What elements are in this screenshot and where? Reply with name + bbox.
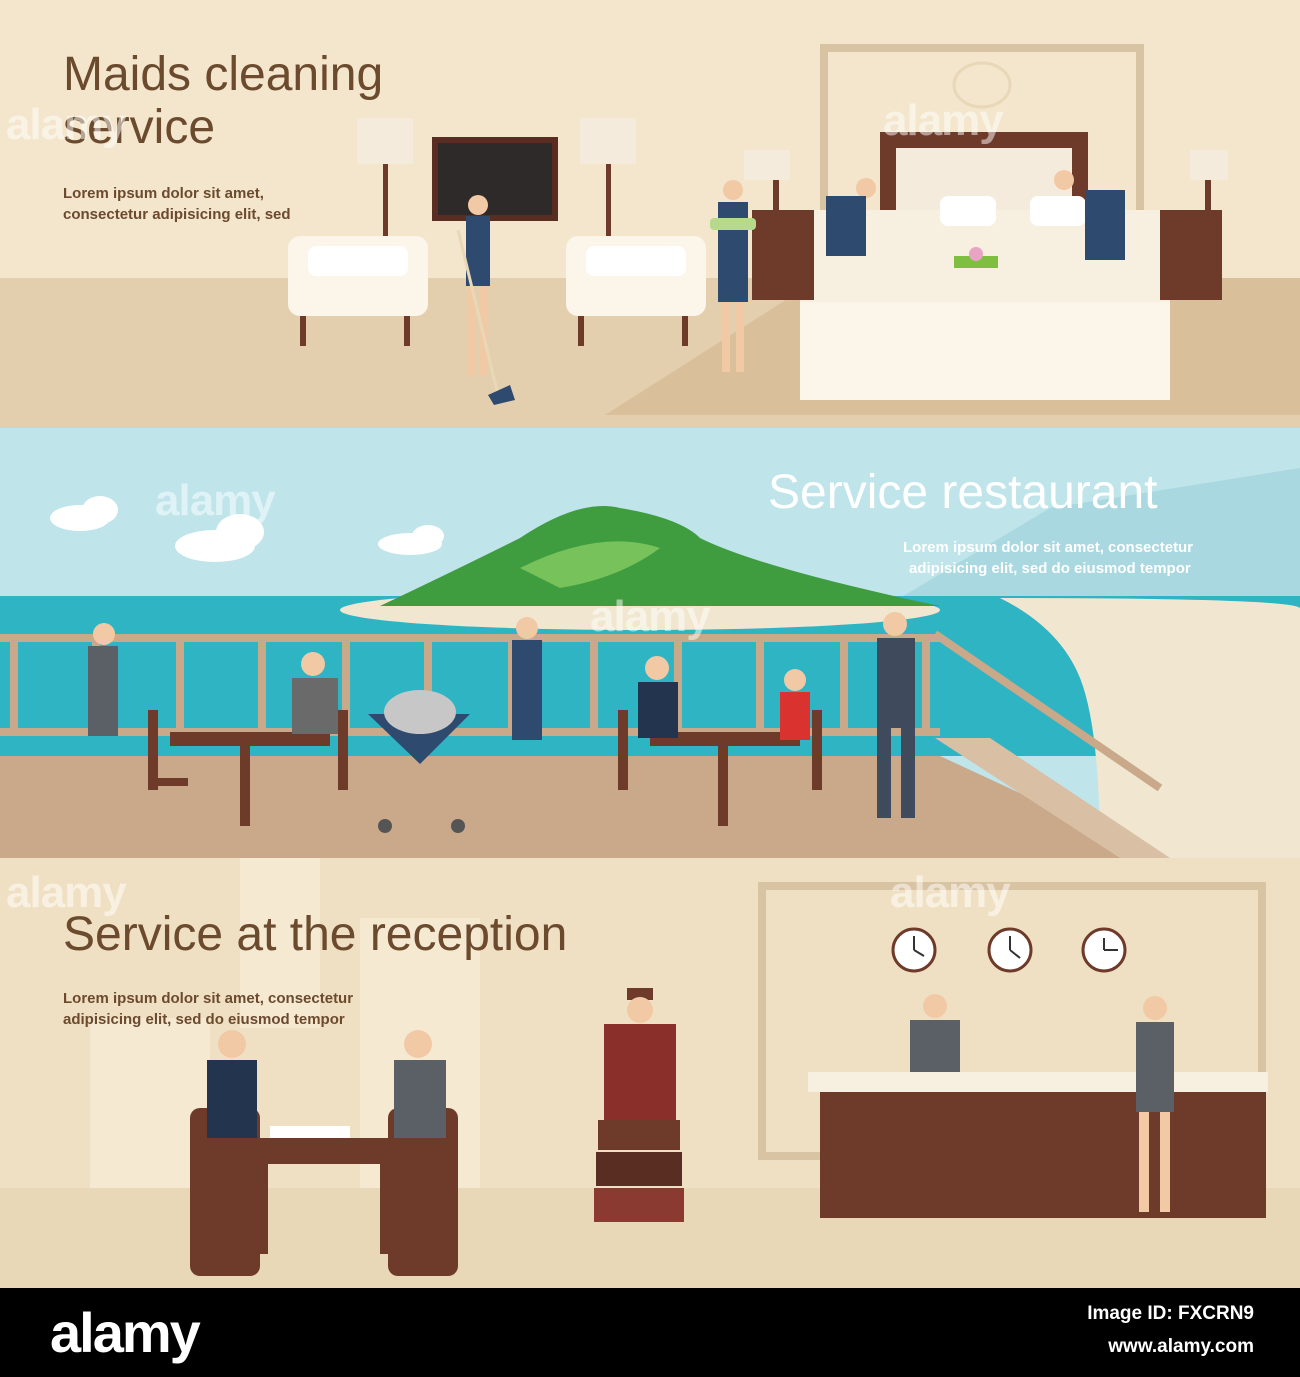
watermark: alamy bbox=[6, 868, 127, 917]
restaurant-banner: Service restaurant Lorem ipsum dolor sit… bbox=[0, 428, 1300, 858]
panel-title: Service restaurant bbox=[768, 466, 1158, 519]
restaurant-illustration bbox=[0, 468, 1300, 858]
panel-title-line1: Maids cleaning bbox=[63, 48, 384, 101]
panel-desc-line1: Lorem ipsum dolor sit amet, consectetur bbox=[63, 990, 354, 1007]
panel-desc-line1: Lorem ipsum dolor sit amet, consectetur bbox=[903, 539, 1194, 556]
stock-url: www.alamy.com bbox=[1108, 1336, 1254, 1357]
watermark: alamy bbox=[883, 96, 1004, 145]
stock-logo: alamy bbox=[50, 1301, 201, 1364]
watermark: alamy bbox=[890, 868, 1011, 917]
reception-banner: Service at the reception Lorem ipsum dol… bbox=[0, 858, 1300, 1288]
watermark: alamy bbox=[6, 100, 127, 149]
stock-footer bbox=[0, 1288, 1300, 1377]
reception-illustration bbox=[0, 858, 1300, 1288]
image-id-label: Image ID: FXCRN9 bbox=[1087, 1303, 1254, 1324]
panel-desc-line2: consectetur adipisicing elit, sed bbox=[63, 206, 291, 223]
panel-title-line2: service bbox=[63, 101, 216, 154]
panel-desc-line1: Lorem ipsum dolor sit amet, bbox=[63, 185, 264, 202]
watermark: alamy bbox=[155, 476, 276, 525]
panel-desc-line2: adipisicing elit, sed do eiusmod tempor bbox=[909, 560, 1191, 577]
maids-cleaning-banner: Maids cleaning service Lorem ipsum dolor… bbox=[0, 0, 1300, 428]
panel-desc-line2: adipisicing elit, sed do eiusmod tempor bbox=[63, 1011, 345, 1028]
panel-title: Service at the reception bbox=[63, 908, 568, 961]
watermark: alamy bbox=[590, 592, 711, 641]
bedroom-illustration bbox=[0, 44, 1300, 428]
